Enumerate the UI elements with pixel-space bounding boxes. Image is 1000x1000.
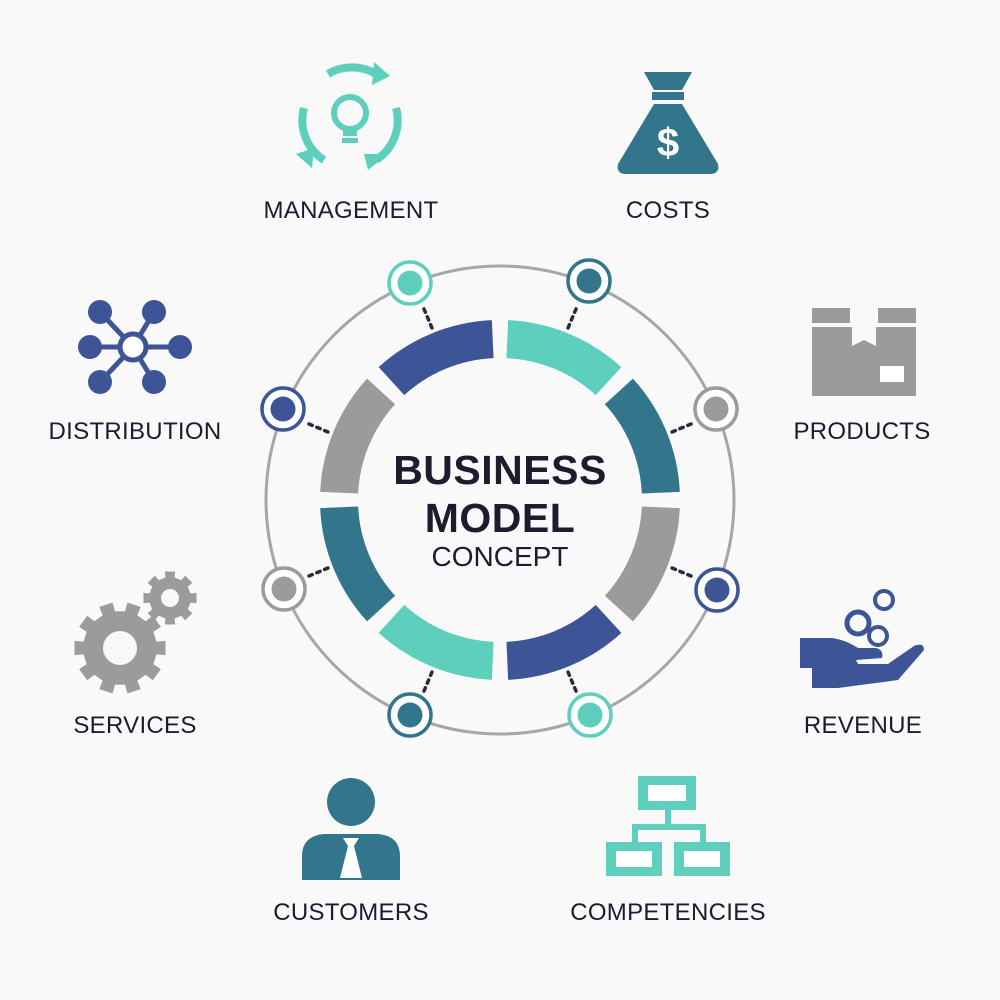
svg-text:$: $: [657, 121, 679, 165]
connector-lines: [307, 307, 693, 693]
node-revenue: [694, 567, 740, 613]
label-revenue: REVENUE: [803, 712, 923, 739]
small-gear: [143, 571, 197, 625]
ring-nodes: [260, 258, 740, 738]
ring-segments: [320, 320, 680, 680]
segment-revenue: [378, 320, 494, 396]
node-distribution: [260, 386, 306, 432]
node-costs: [566, 258, 612, 304]
center-title-line1: BUSINESS: [393, 447, 607, 493]
network-nodes-icon: [78, 300, 192, 394]
segment-products: [320, 378, 396, 494]
money-bag-icon: $: [617, 72, 719, 174]
box-icon: [812, 308, 916, 396]
label-distribution: DISTRIBUTION: [48, 418, 222, 445]
segment-services: [604, 506, 680, 622]
hand-coins-icon: [800, 589, 924, 688]
node-management: [387, 260, 433, 306]
gears-icon: [74, 571, 197, 694]
segment-competencies: [506, 320, 622, 396]
label-competencies: COMPETENCIES: [570, 899, 766, 926]
label-services: SERVICES: [73, 712, 197, 739]
label-management: MANAGEMENT: [263, 197, 439, 224]
center-subtitle: CONCEPT: [431, 541, 569, 572]
node-customers: [387, 692, 433, 738]
outer-ring: [264, 264, 736, 736]
hierarchy-icon: [606, 776, 730, 876]
label-costs: COSTS: [625, 197, 711, 224]
node-products: [693, 386, 739, 432]
lightbulb-cycle-icon: [296, 62, 402, 170]
segment-customers: [604, 378, 680, 494]
segment-costs: [320, 506, 396, 622]
label-customers: CUSTOMERS: [273, 899, 429, 926]
center-title-line2: MODEL: [424, 495, 576, 541]
node-services: [261, 566, 307, 612]
segment-management: [378, 604, 494, 680]
person-icon: [302, 778, 400, 880]
segment-distribution: [506, 604, 622, 680]
label-products: PRODUCTS: [793, 418, 931, 445]
node-competencies: [567, 692, 613, 738]
large-gear: [74, 602, 166, 694]
